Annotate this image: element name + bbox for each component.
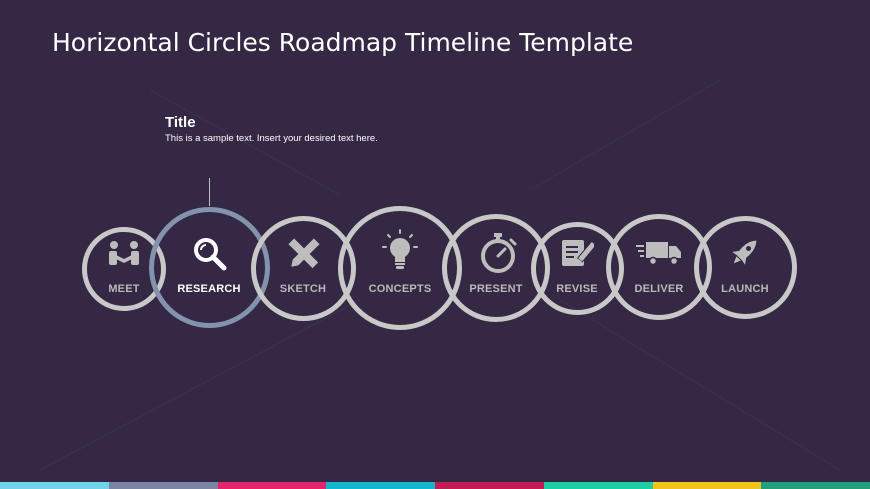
handshake-icon <box>109 241 139 265</box>
color-bar-3 <box>217 482 327 489</box>
delivery-truck-icon <box>636 242 681 266</box>
color-bar-1 <box>0 482 109 489</box>
step-label-present: PRESENT <box>469 283 523 295</box>
lightbulb-icon <box>382 229 418 269</box>
callout-connector-line <box>209 178 210 206</box>
color-bar-2 <box>108 482 218 489</box>
step-label-launch: LAUNCH <box>721 283 769 295</box>
callout-title: Title <box>165 114 196 131</box>
color-bar-5 <box>435 482 544 489</box>
color-bar-6 <box>543 482 653 489</box>
step-label-deliver: DELIVER <box>634 283 684 295</box>
step-label-concepts: CONCEPTS <box>368 283 432 295</box>
pencil-ruler-icon <box>288 238 320 269</box>
callout-text: This is a sample text. Insert your desir… <box>165 133 378 144</box>
color-bar-8 <box>761 482 870 489</box>
rocket-icon <box>732 240 757 265</box>
stopwatch-icon <box>481 233 517 273</box>
step-label-meet: MEET <box>108 283 140 295</box>
bottom-color-bars <box>0 482 870 489</box>
step-label-research: RESEARCH <box>177 283 241 295</box>
slide-title: Horizontal Circles Roadmap Timeline Temp… <box>52 28 634 57</box>
step-label-sketch: SKETCH <box>279 283 327 295</box>
document-edit-icon <box>562 240 594 266</box>
step-label-revise: REVISE <box>556 283 598 295</box>
color-bar-4 <box>326 482 435 489</box>
color-bar-7 <box>652 482 762 489</box>
magnifier-icon <box>194 238 227 271</box>
step-circle-launch[interactable] <box>694 216 797 319</box>
